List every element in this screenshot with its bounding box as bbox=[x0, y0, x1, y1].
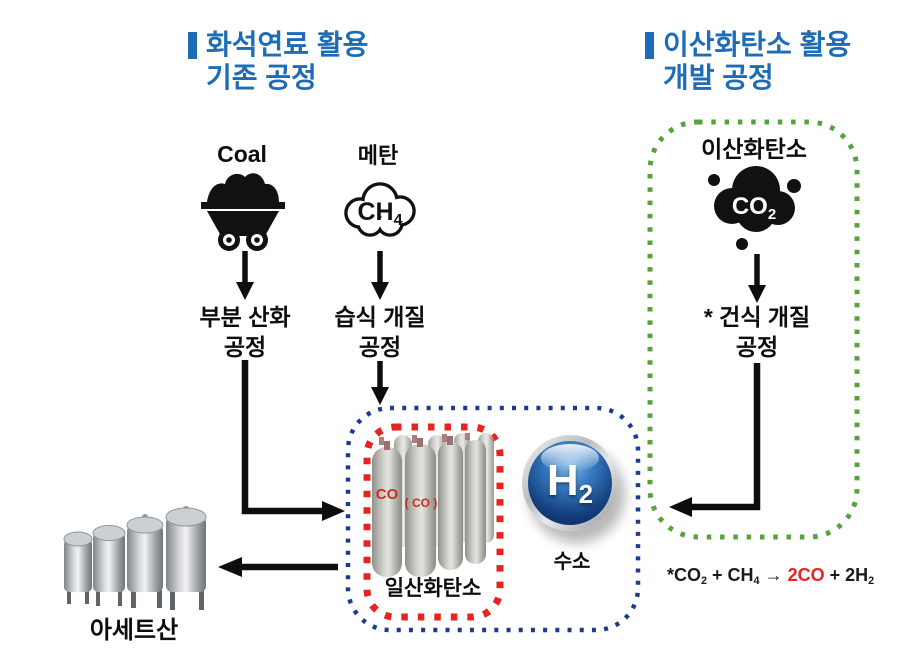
reaction-sub1: 2 bbox=[701, 575, 708, 588]
header-fossil-text: 화석연료 활용 기존 공정 bbox=[206, 28, 368, 94]
header-co2-line2: 개발 공정 bbox=[663, 62, 774, 94]
arrow-partial-oxidation-to-products-icon bbox=[241, 360, 345, 521]
co2-cloud-icon: CO2 bbox=[708, 166, 801, 250]
process-wet-reforming: 습식 개질 공정 bbox=[334, 303, 425, 363]
carbon-dioxide-label: 이산화탄소 bbox=[701, 136, 807, 162]
hydrogen-label: 수소 bbox=[553, 551, 591, 573]
cylinder-co-text-2: ( CO ) bbox=[405, 496, 438, 510]
cylinder-co-text: CO bbox=[376, 486, 399, 503]
co2-formula: CO2 bbox=[732, 193, 776, 223]
reaction-sub2: 4 bbox=[753, 575, 760, 588]
dry-reforming-line2: 공정 bbox=[735, 333, 779, 360]
red-dotted-box bbox=[363, 423, 504, 621]
header-co2-process: 이산화탄소 활용 개발 공정 bbox=[645, 28, 851, 94]
carbon-monoxide-label: 일산화탄소 bbox=[384, 577, 482, 600]
arrow-methane-down-icon bbox=[371, 251, 389, 300]
acetic-acid-tanks-image bbox=[63, 506, 207, 610]
arrow-products-to-acetic-acid-icon bbox=[218, 557, 338, 577]
dry-reforming-line1: * 건식 개질 bbox=[703, 304, 811, 330]
arrow-wet-reforming-to-products-icon bbox=[371, 361, 389, 405]
header-co2-text: 이산화탄소 활용 개발 공정 bbox=[663, 28, 851, 94]
header-fossil-process: 화석연료 활용 기존 공정 bbox=[188, 28, 368, 94]
reaction-sub3: 2 bbox=[868, 575, 875, 588]
wet-reforming-line2: 공정 bbox=[358, 333, 402, 360]
hydrogen-formula: H2 bbox=[546, 456, 594, 509]
methane-cloud-icon: CH4 bbox=[344, 182, 416, 237]
header-fossil-line1: 화석연료 활용 bbox=[206, 29, 369, 60]
hydrogen-sphere-ring: H2 bbox=[522, 435, 618, 531]
reaction-arrow: → bbox=[759, 565, 788, 585]
arrow-dry-reforming-to-products-icon bbox=[669, 363, 761, 517]
header-fossil-line2: 기존 공정 bbox=[206, 62, 317, 94]
methane-formula: CH4 bbox=[357, 198, 402, 229]
reaction-formula: *CO2 + CH4 → 2CO + 2H2 bbox=[667, 565, 874, 587]
arrow-co2-down-icon bbox=[748, 254, 766, 303]
header-accent-bar bbox=[645, 32, 654, 59]
hydrogen-sphere-core: H2 bbox=[528, 441, 612, 525]
acetic-acid-label: 아세트산 bbox=[89, 617, 179, 644]
arrow-coal-down-icon bbox=[236, 251, 254, 300]
hydrogen-sphere-icon: H2 bbox=[522, 435, 618, 531]
reaction-seg1: *CO bbox=[667, 565, 702, 585]
coal-cart-icon bbox=[201, 173, 285, 251]
co-cylinders-image: CO ( CO ) bbox=[372, 433, 494, 577]
coal-label: Coal bbox=[217, 141, 267, 167]
reaction-highlight: 2CO bbox=[787, 565, 825, 585]
partial-oxidation-line1: 부분 산화 bbox=[199, 304, 291, 330]
header-co2-line1: 이산화탄소 활용 bbox=[663, 29, 852, 60]
wet-reforming-line1: 습식 개질 bbox=[334, 304, 426, 330]
process-partial-oxidation: 부분 산화 공정 bbox=[199, 303, 290, 363]
partial-oxidation-line2: 공정 bbox=[223, 333, 267, 360]
reaction-seg3: + 2H bbox=[824, 565, 869, 585]
header-accent-bar bbox=[188, 32, 197, 59]
green-dotted-box bbox=[647, 119, 860, 540]
reaction-seg2: + CH bbox=[707, 565, 754, 585]
methane-label: 메탄 bbox=[357, 143, 399, 168]
process-dry-reforming: * 건식 개질 공정 bbox=[704, 303, 810, 363]
